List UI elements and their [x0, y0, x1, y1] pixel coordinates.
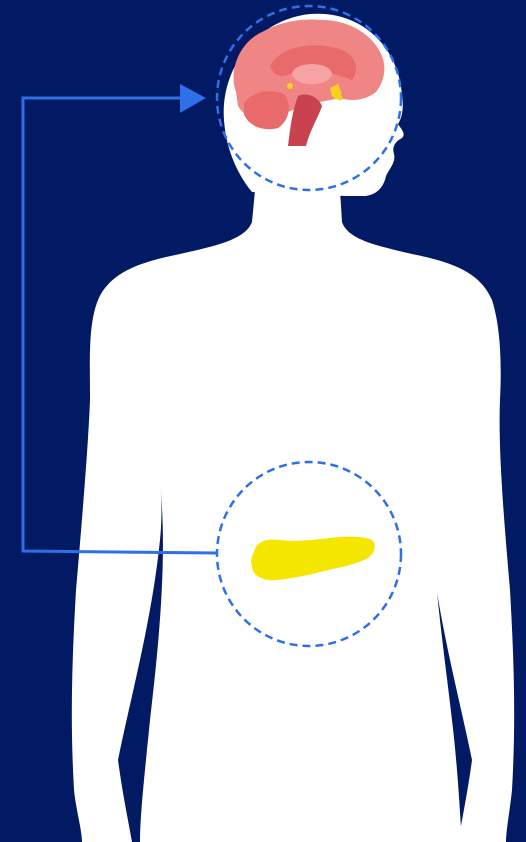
pineal-gland-icon: [338, 96, 343, 101]
hypothalamus-icon: [287, 83, 293, 89]
brain-thalamus: [292, 64, 332, 84]
